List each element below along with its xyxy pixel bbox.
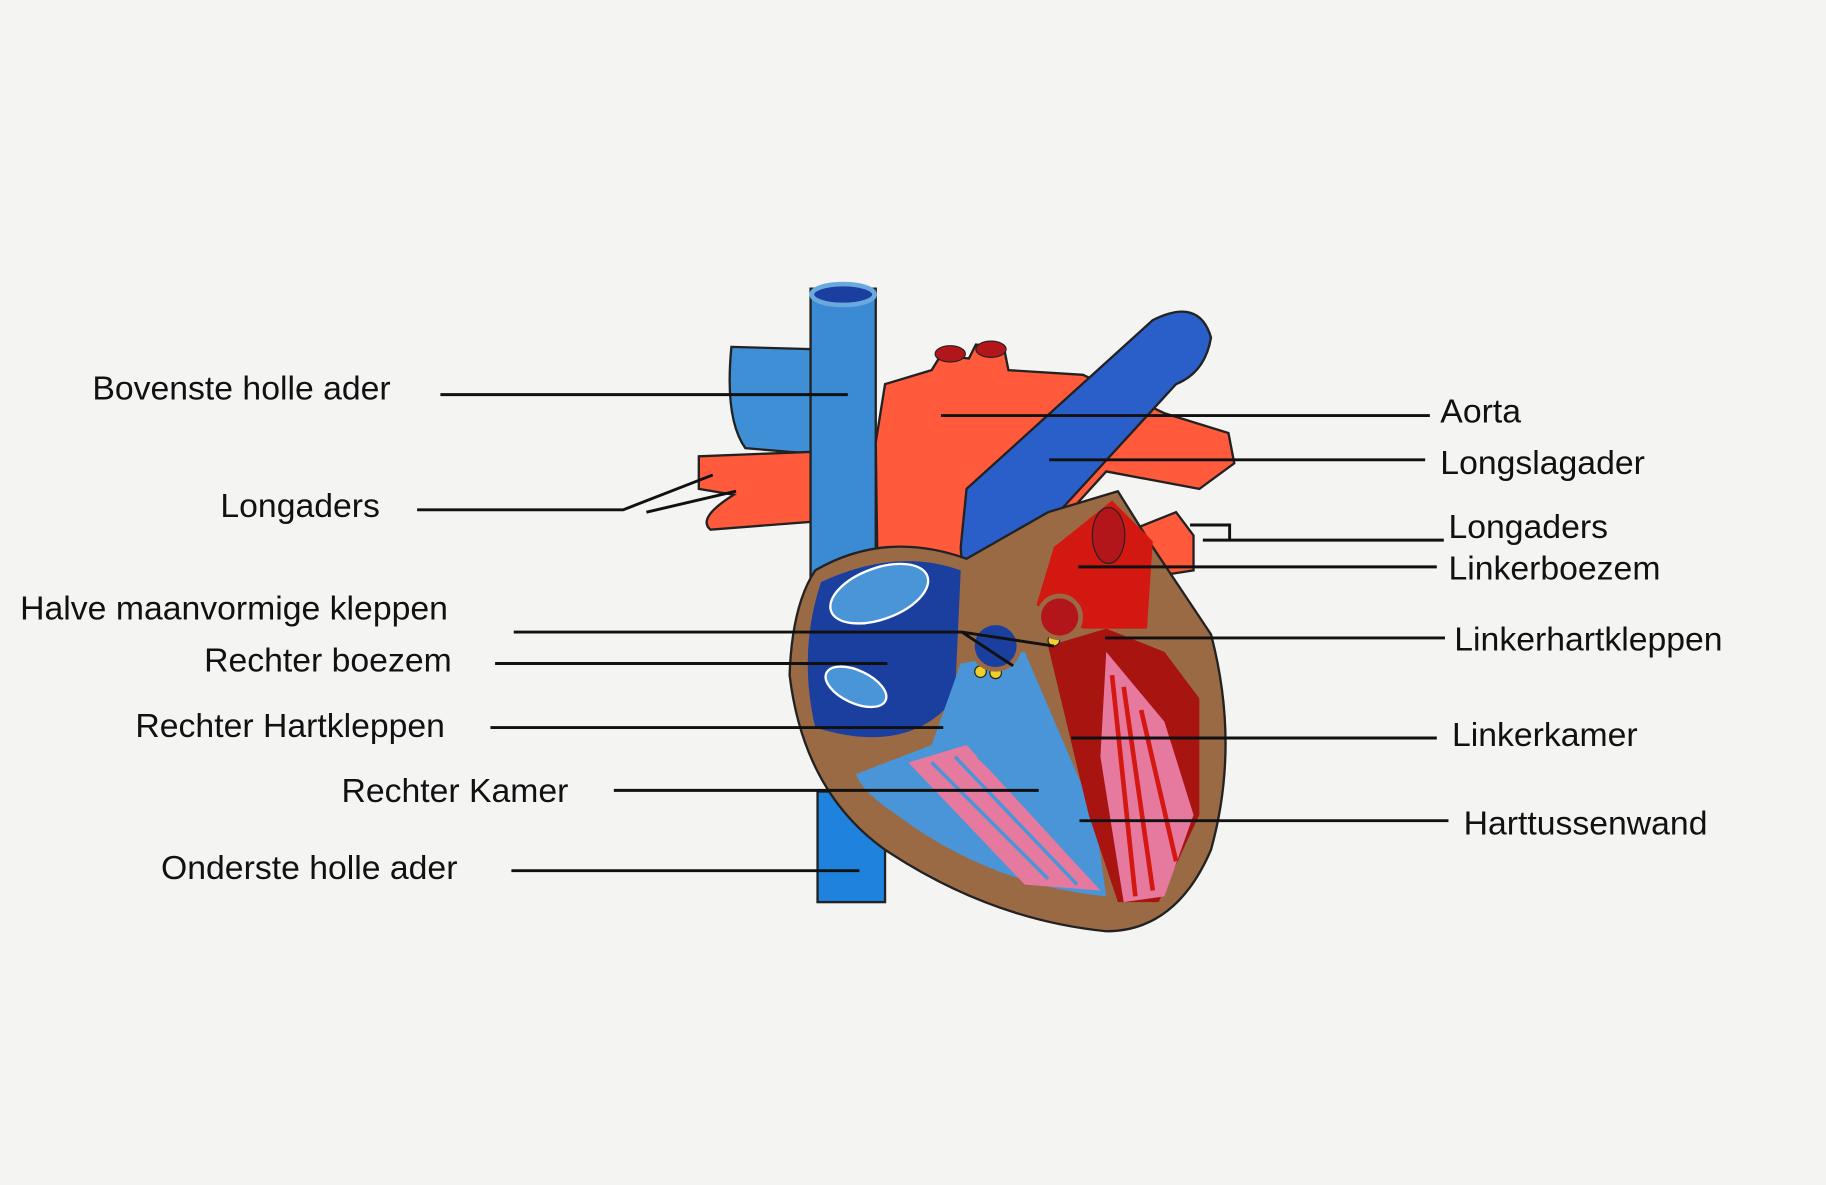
label-pulmonary-veins-right: Longaders (1448, 508, 1608, 546)
label-left-atrium: Linkerboezem (1448, 550, 1660, 588)
label-right-atrium: Rechter boezem (204, 642, 452, 680)
label-left-ventricle: Linkerkamer (1452, 716, 1638, 754)
label-right-valves: Rechter Hartkleppen (135, 707, 445, 745)
label-superior-vena-cava: Bovenste holle ader (92, 369, 390, 407)
svc-opening (809, 281, 877, 308)
label-left-valves: Linkerhartkleppen (1454, 621, 1722, 659)
label-septum: Harttussenwand (1464, 805, 1708, 843)
right-ventricle-muscle (908, 744, 1101, 891)
right-atrium-opening (829, 562, 930, 625)
leader-lines (417, 393, 1449, 873)
pulmonary-vein-bracket (1190, 523, 1232, 541)
left-pulmonary-veins (697, 450, 817, 531)
label-aorta: Aorta (1440, 393, 1521, 431)
label-right-ventricle: Rechter Kamer (341, 772, 568, 810)
label-pulmonary-artery: Longslagader (1440, 444, 1645, 482)
right-ventricle-striations (930, 755, 1096, 886)
label-inferior-vena-cava: Onderste holle ader (161, 849, 457, 887)
label-semilunar-valves: Halve maanvormige kleppen (20, 589, 448, 627)
pulmonary-valve-ring (970, 620, 1022, 672)
heart-illustration (697, 281, 1236, 933)
aortic-branch-2 (975, 340, 1007, 358)
aortic-branch-1 (934, 345, 966, 363)
superior-vena-cava (809, 287, 877, 593)
right-atrium-opening-2 (824, 665, 888, 709)
aortic-valve-ring (1036, 593, 1083, 641)
left-ventricle-striations (1109, 674, 1179, 897)
left-atrium-vessel (1091, 506, 1126, 564)
label-pulmonary-veins-left: Longaders (220, 487, 380, 525)
left-pulmonary-branch (728, 345, 817, 456)
